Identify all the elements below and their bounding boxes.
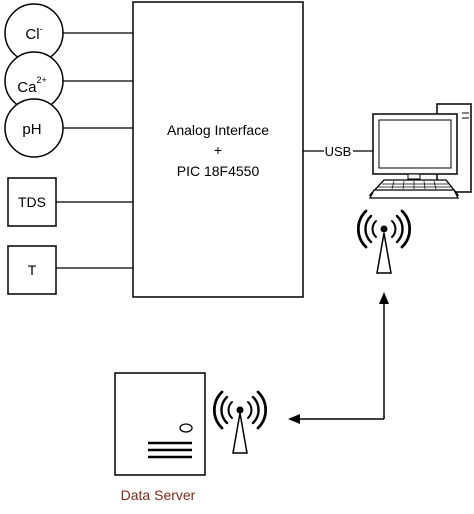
svg-text:Cl-: Cl-	[25, 24, 42, 43]
sensor-tds: TDS	[7, 177, 57, 227]
antenna-icon	[212, 390, 268, 454]
tds-label: TDS	[18, 194, 46, 210]
svg-text:Ca2+: Ca2+	[17, 75, 46, 96]
sensor-ph: pH	[4, 98, 64, 158]
sensor-temperature: T	[7, 245, 57, 295]
wireless-link-arrow	[288, 292, 389, 424]
server-label: Data Server	[121, 487, 196, 503]
sensor-chloride: Cl-	[4, 3, 64, 63]
calcium-charge: 2+	[36, 75, 46, 85]
controller-line-3: PIC 18F4550	[177, 163, 260, 179]
calcium-label: Ca	[17, 79, 37, 96]
controller-block: Analog Interface + PIC 18F4550	[132, 1, 304, 298]
controller-line-2: +	[214, 142, 222, 158]
controller-line-1: Analog Interface	[167, 122, 269, 138]
usb-link: USB	[303, 144, 373, 159]
sensor-wires	[56, 32, 133, 269]
ph-label: pH	[22, 121, 41, 138]
usb-label: USB	[325, 144, 352, 159]
antenna-icon	[356, 209, 412, 274]
temperature-label: T	[28, 262, 37, 278]
server-icon	[114, 372, 206, 476]
chloride-charge: -	[40, 24, 43, 34]
computer-icon	[368, 103, 472, 199]
chloride-label: Cl	[25, 26, 39, 43]
